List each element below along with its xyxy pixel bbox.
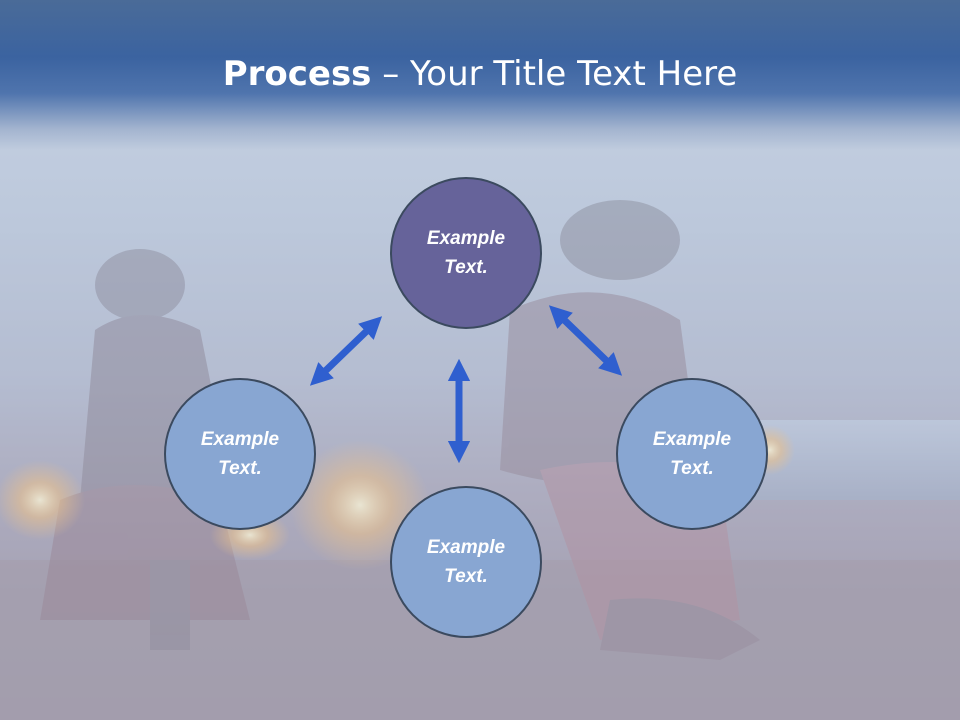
title-bold-part: Process bbox=[222, 54, 372, 94]
node-top-label: Example Text. bbox=[426, 228, 506, 278]
arrow-top-right bbox=[548, 305, 623, 376]
slide-title: Process – Your Title Text Here bbox=[0, 52, 960, 96]
node-bottom: Example Text. bbox=[390, 486, 542, 638]
fire-glow bbox=[0, 460, 85, 540]
title-rest-part: – Your Title Text Here bbox=[371, 54, 738, 94]
node-left: Example Text. bbox=[164, 378, 316, 530]
node-left-label: Example Text. bbox=[200, 429, 280, 479]
node-bottom-label: Example Text. bbox=[426, 537, 506, 587]
arrow-top-left bbox=[309, 316, 383, 386]
node-right: Example Text. bbox=[616, 378, 768, 530]
title-band bbox=[0, 0, 960, 150]
node-top: Example Text. bbox=[390, 177, 542, 329]
node-right-label: Example Text. bbox=[652, 429, 732, 479]
